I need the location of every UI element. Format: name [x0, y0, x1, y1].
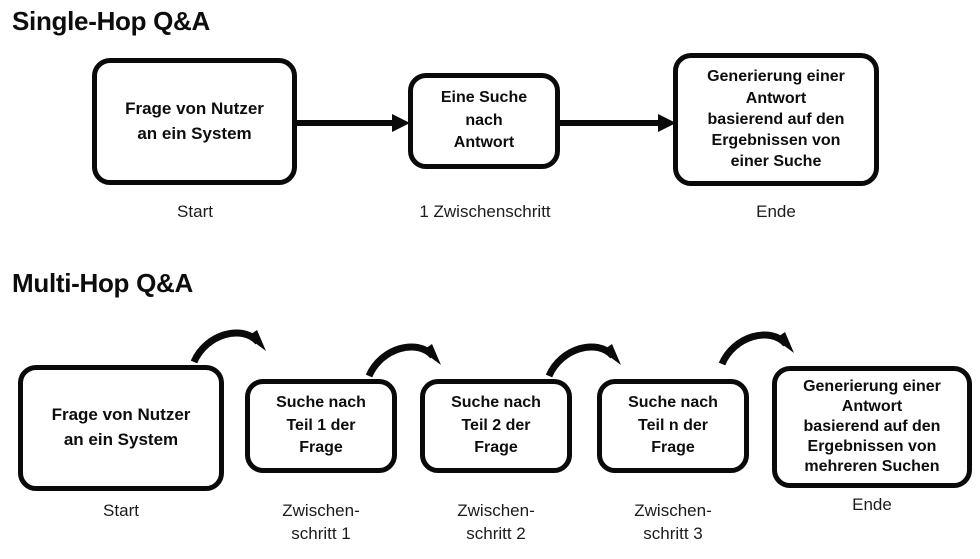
node-single-search: Eine Suche nach Antwort [408, 73, 560, 169]
section-heading-multi-hop: Multi-Hop Q&A [12, 268, 193, 298]
caption-single-middle: 1 Zwischenschritt [419, 202, 551, 221]
node-multi-end: Generierung einer Antwort basierend auf … [772, 366, 972, 488]
node-single-start-label: Frage von Nutzer an ein System [125, 98, 264, 143]
straight-arrow-right-2 [557, 114, 676, 132]
caption-multi-step-2: Zwischen- schritt 2 [457, 501, 535, 543]
caption-multi-step-3: Zwischen- schritt 3 [634, 501, 712, 543]
curved-arrow-right-2 [365, 343, 441, 378]
node-multi-step-1: Suche nach Teil 1 der Frage [245, 379, 397, 473]
section-heading-single-hop: Single-Hop Q&A [12, 6, 211, 36]
node-single-end: Generierung einer Antwort basierend auf … [673, 53, 879, 186]
curved-arrow-right-3 [545, 343, 621, 378]
node-multi-step-2: Suche nach Teil 2 der Frage [420, 379, 572, 473]
caption-single-start: Start [177, 202, 213, 221]
caption-multi-step-1: Zwischen- schritt 1 [282, 501, 360, 543]
curved-arrow-right-4 [718, 331, 794, 366]
caption-single-end: Ende [756, 202, 796, 221]
node-multi-step-1-label: Suche nach Teil 1 der Frage [276, 394, 366, 457]
node-single-end-label: Generierung einer Antwort basierend auf … [707, 68, 845, 171]
node-multi-step-n-label: Suche nach Teil n der Frage [628, 394, 718, 457]
node-multi-start: Frage von Nutzer an ein System [18, 365, 224, 491]
node-multi-start-label: Frage von Nutzer an ein System [51, 405, 191, 449]
node-single-start: Frage von Nutzer an ein System [92, 58, 297, 185]
straight-arrow-right-1 [294, 114, 410, 132]
node-multi-end-label: Generierung einer Antwort basierend auf … [803, 378, 941, 475]
node-multi-step-2-label: Suche nach Teil 2 der Frage [451, 394, 541, 457]
caption-multi-end: Ende [852, 495, 892, 514]
caption-multi-start: Start [103, 501, 139, 520]
curved-arrow-right-1 [190, 329, 266, 364]
node-multi-step-n: Suche nach Teil n der Frage [597, 379, 749, 473]
node-single-search-label: Eine Suche nach Antwort [440, 89, 528, 152]
